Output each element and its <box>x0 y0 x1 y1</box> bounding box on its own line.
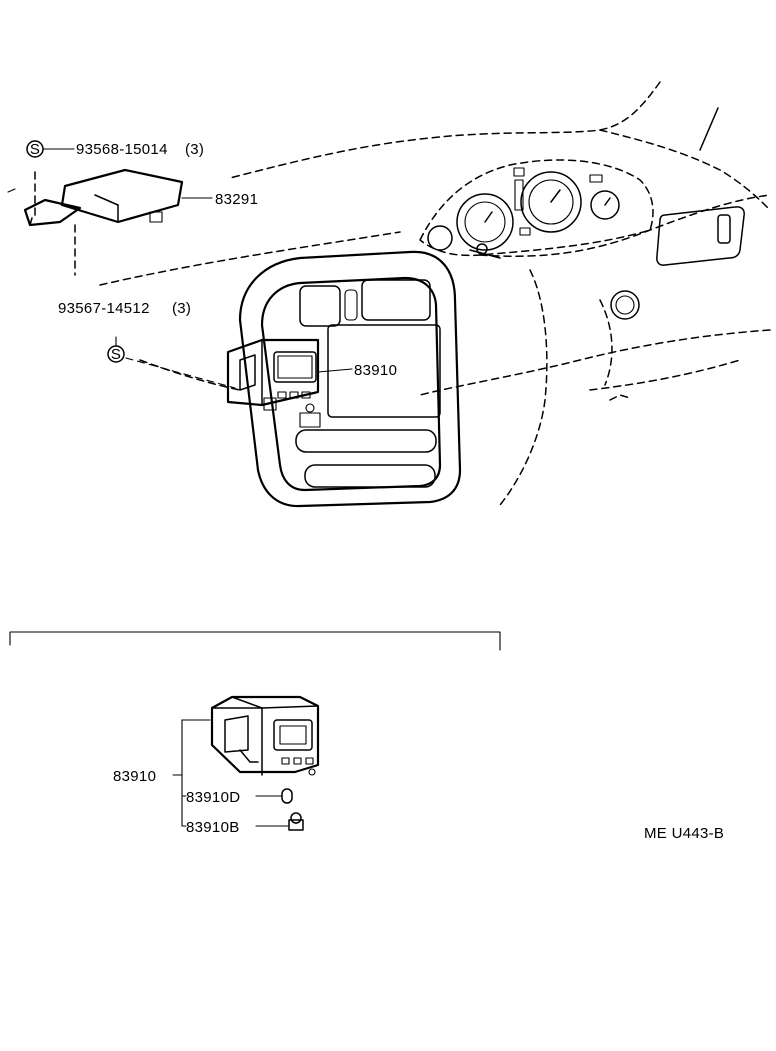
leader-lines <box>43 148 353 389</box>
center-console <box>238 250 462 508</box>
detail-frame <box>9 631 501 651</box>
part-number-screw-top: 93568-15014 <box>76 141 168 158</box>
detail-leader-lines <box>172 719 289 827</box>
part-number-computer-unit: 83291 <box>215 191 258 208</box>
quantity-screw-mid: (3) <box>172 300 191 317</box>
screw-symbol-top <box>26 140 44 158</box>
part-number-screw-mid: 93567-14512 <box>58 300 150 317</box>
diagram-code: ME U443-B <box>644 825 724 842</box>
part-number-assembly-detail: 83910 <box>113 768 156 785</box>
quantity-screw-top: (3) <box>185 141 204 158</box>
socket-part <box>288 812 304 831</box>
screw-symbol-top-letter: S <box>30 141 40 158</box>
instrument-cluster <box>419 159 654 259</box>
part-number-bulb: 83910D <box>186 789 240 806</box>
part-number-socket: 83910B <box>186 819 240 836</box>
computer-unit <box>7 168 184 227</box>
screw-symbol-mid <box>107 345 125 363</box>
clock-panel-installed <box>226 338 320 413</box>
clock-assembly-detail <box>210 695 320 776</box>
bulb-part <box>281 788 293 804</box>
part-number-clock-panel: 83910 <box>354 362 397 379</box>
dashboard-outline <box>34 81 771 506</box>
screw-symbol-mid-letter: S <box>111 346 121 363</box>
